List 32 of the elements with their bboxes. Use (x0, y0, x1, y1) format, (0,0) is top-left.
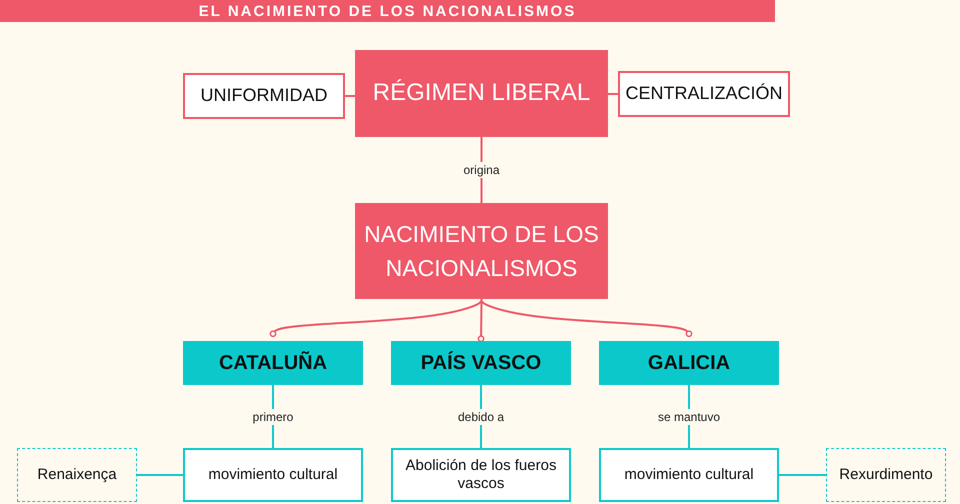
region-box (391, 341, 571, 385)
node-text: RÉGIMEN LIBERAL (372, 79, 590, 108)
connector (478, 298, 484, 342)
detail-box (599, 448, 779, 502)
region-box (599, 341, 779, 385)
node-text: Rexurdimento (839, 466, 933, 484)
node-text: Renaixença (37, 466, 117, 484)
node-text: GALICIA (648, 351, 730, 375)
detail-box (183, 448, 363, 502)
node-text: movimiento cultural (208, 466, 338, 484)
node-text: UNIFORMIDAD (200, 85, 328, 107)
node-text: NACIMIENTO DE LOS NACIONALISMOS (363, 220, 600, 283)
node-text: movimiento cultural (624, 466, 754, 484)
connector (137, 474, 183, 476)
title: EL NACIMIENTO DE LOS NACIONALISMOS (198, 2, 576, 20)
connector (608, 93, 618, 95)
concept-box (618, 71, 790, 117)
node-text: PAÍS VASCO (420, 351, 542, 375)
concept-box (183, 73, 345, 119)
node-text: CENTRALIZACIÓN (625, 83, 783, 105)
note-box (826, 448, 946, 502)
connector (480, 298, 692, 338)
node-text: Abolición de los fueros vascos (404, 457, 558, 493)
detail-box (391, 448, 571, 502)
connector (779, 474, 826, 476)
connector (345, 95, 355, 97)
node-text: CATALUÑA (218, 351, 328, 375)
connector (270, 298, 482, 338)
main-concept-box (355, 50, 608, 137)
region-box (183, 341, 363, 385)
main-concept-box (355, 203, 608, 299)
note-box (17, 448, 137, 502)
